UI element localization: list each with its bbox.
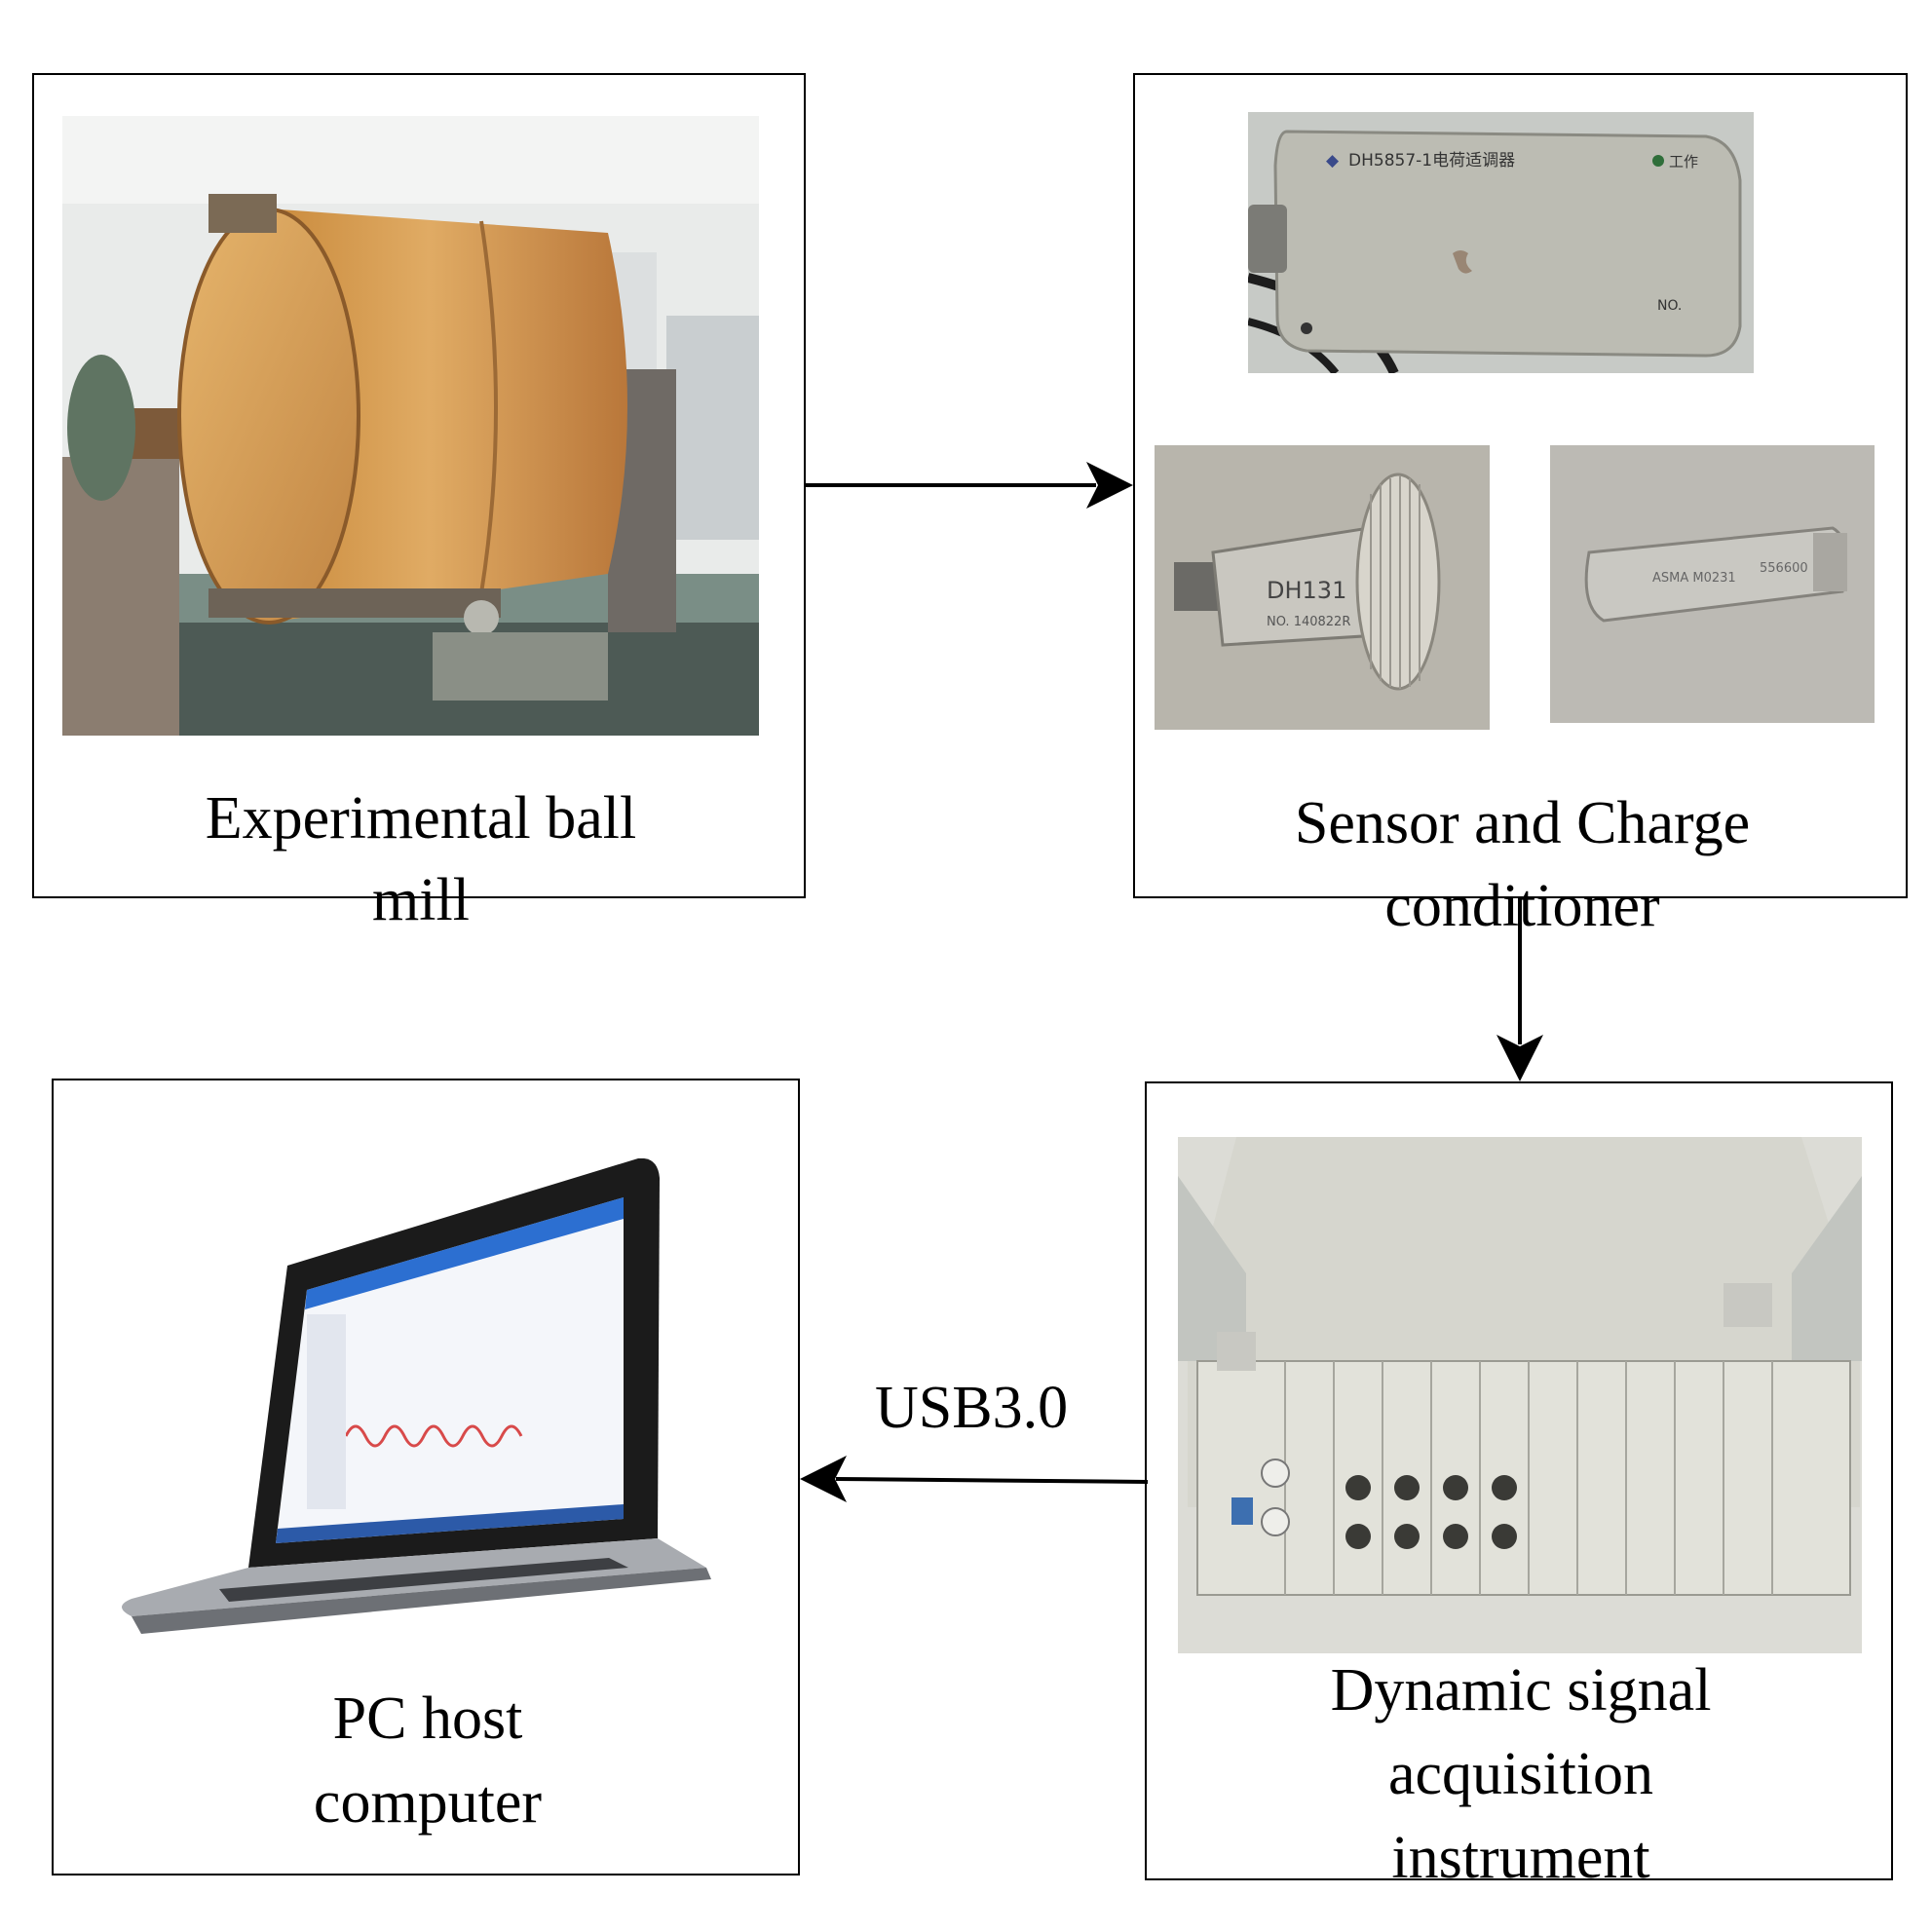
- conditioner-model-text: DH5857-1电荷适调器: [1348, 151, 1515, 170]
- sensor2-no-text: 556600: [1760, 561, 1808, 576]
- ball-mill-label-line1: Experimental ball: [205, 785, 637, 852]
- laptop-image: [102, 1158, 745, 1646]
- charge-conditioner-photo: ◆ DH5857-1电荷适调器 工作 NO.: [1248, 112, 1754, 373]
- daq-photo: [1178, 1137, 1862, 1653]
- conditioner-no-text: NO.: [1657, 298, 1682, 314]
- ball-mill-label-line2: mill: [372, 867, 470, 933]
- sensor1-no-text: NO. 140822R: [1267, 615, 1350, 629]
- daq-box: Dynamic signal acquisition instrument: [1145, 1081, 1893, 1891]
- pc-label-line1: PC host: [332, 1686, 523, 1752]
- daq-label-line2: acquisition: [1387, 1741, 1654, 1807]
- daq-label-line3: instrument: [1391, 1825, 1650, 1891]
- pc-label-line2: computer: [313, 1769, 543, 1836]
- ball-mill-photo: [62, 116, 759, 736]
- arrow-ballmill-to-sensor: [806, 462, 1133, 509]
- sensor-label-line1: Sensor and Charge: [1294, 790, 1751, 856]
- arrow-daq-to-pc: [800, 1456, 1149, 1502]
- sensor1-photo: DH131 NO. 140822R: [1155, 445, 1490, 730]
- svg-text:◆: ◆: [1326, 151, 1340, 170]
- sensor-box: ◆ DH5857-1电荷适调器 工作 NO. DH131 NO. 140822R: [1133, 73, 1908, 939]
- sensor-label-line2: conditioner: [1384, 873, 1660, 939]
- ball-mill-box: Experimental ball mill: [32, 73, 806, 933]
- sensor1-model-text: DH131: [1267, 577, 1346, 604]
- daq-label-line1: Dynamic signal: [1330, 1657, 1712, 1724]
- usb-connection-label: USB3.0: [875, 1375, 1069, 1441]
- conditioner-status-text: 工作: [1669, 153, 1698, 170]
- sensor2-photo: ASMA M0231 556600: [1550, 445, 1875, 723]
- sensor2-model-text: ASMA M0231: [1652, 571, 1736, 586]
- arrow-sensor-to-daq: [1496, 898, 1543, 1081]
- pc-box: PC host computer: [52, 1079, 800, 1875]
